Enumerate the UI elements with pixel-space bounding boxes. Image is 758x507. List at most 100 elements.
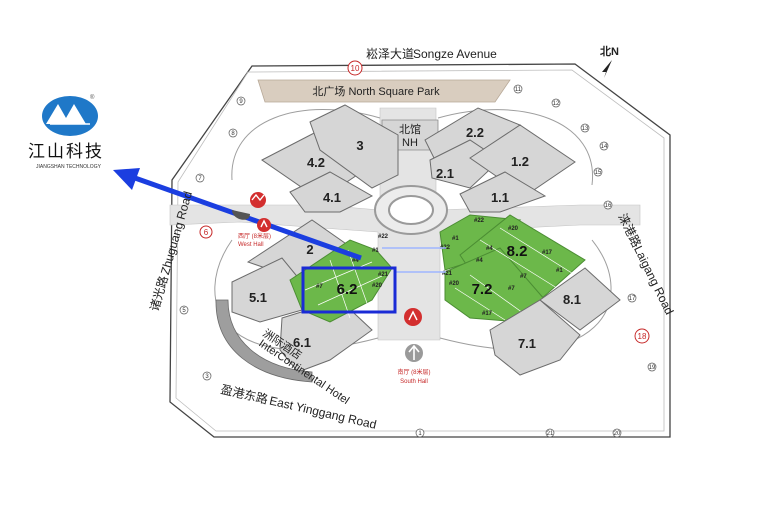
booth-1-b: #1 xyxy=(452,236,459,242)
booth-22-a: #22 xyxy=(378,234,389,240)
gate-9: 9 xyxy=(239,99,243,105)
hall-4-1 xyxy=(289,171,374,213)
north-arrow-icon xyxy=(602,60,612,78)
north-hall-cn: 北馆 xyxy=(399,122,421,136)
south-hall-entrance-icon xyxy=(404,308,422,326)
east-road-label: 涞港路 Laigang Road xyxy=(615,211,676,317)
hall-7-1 xyxy=(489,299,581,376)
hall-6-2-highlight xyxy=(301,266,397,314)
north-square-park xyxy=(257,79,511,103)
booth-4-a: #4 xyxy=(352,258,359,264)
logo-registered: ® xyxy=(90,94,95,101)
south-road-label: 盈港东路 East Yinggang Road xyxy=(219,381,378,432)
gate-15: 15 xyxy=(595,170,602,176)
east-road-badge xyxy=(634,328,650,344)
company-logo: ® 江山科技 JIANGSHAN TECHNOLOGY xyxy=(28,94,104,170)
hall-2-label: 2 xyxy=(306,242,313,257)
hall-1-1 xyxy=(459,171,547,213)
gate-14: 14 xyxy=(601,144,608,150)
booth-7-a: #7 xyxy=(316,284,323,290)
west-hall-entrance-glyph xyxy=(260,219,268,228)
booth-21-b: #21 xyxy=(442,271,453,277)
north-arrow-label: 北N xyxy=(600,44,619,58)
gate-8: 8 xyxy=(231,131,235,137)
gate-markers: 9 8 7 5 3 1 21 20 19 17 16 15 14 13 12 1… xyxy=(179,84,657,438)
booth-7-c: #7 xyxy=(520,274,527,280)
west-road-en: Zhuguang Road xyxy=(158,190,195,277)
gate-11: 11 xyxy=(515,87,522,93)
hall-4-2-label: 4.2 xyxy=(307,155,325,170)
hall-2-2-label: 2.2 xyxy=(466,125,484,140)
west-road-badge xyxy=(199,225,213,239)
booth-20-b: #20 xyxy=(508,226,519,232)
logo-en: JIANGSHAN TECHNOLOGY xyxy=(36,164,102,170)
hall-7-1-label: 7.1 xyxy=(518,336,536,351)
gate-21: 21 xyxy=(547,431,554,437)
west-hall-en: West Hall xyxy=(238,242,264,248)
west-hall-metro-icon xyxy=(250,192,266,208)
gate-7: 7 xyxy=(198,176,202,182)
hall-1-1-label: 1.1 xyxy=(491,190,509,205)
booth-4-c: #4 xyxy=(476,258,483,264)
hall-8-1-label: 8.1 xyxy=(563,292,581,307)
west-hall-cn: 西厅 (8米层) xyxy=(238,232,271,240)
hall-6-1-label: 6.1 xyxy=(293,335,311,350)
gate-16: 16 xyxy=(605,203,612,209)
south-road-cn: 盈港东路 xyxy=(219,381,269,406)
west-road-cn: 诸光路 xyxy=(146,274,170,313)
metro-icon-glyph xyxy=(251,193,265,202)
hall-7-8-grid xyxy=(454,227,576,321)
west-hall-entrance-icon xyxy=(257,218,271,232)
west-road-num: 6 xyxy=(204,228,209,237)
logo-mountain-icon xyxy=(46,104,86,124)
gate-12: 12 xyxy=(553,101,560,107)
hall-3 xyxy=(309,104,399,189)
hall-7-2-label: 7.2 xyxy=(472,281,493,298)
gate-5: 5 xyxy=(182,308,186,314)
booth-4-b: #4 xyxy=(486,246,493,252)
central-ring-inner xyxy=(388,195,434,225)
booth-1-a: #1 xyxy=(372,248,379,254)
north-road-en: Songze Avenue xyxy=(413,47,497,61)
gate-3: 3 xyxy=(205,374,209,380)
south-arrow-glyph xyxy=(408,344,420,360)
booth-17-a: #17 xyxy=(542,250,553,256)
gate-19: 19 xyxy=(649,365,656,371)
booth-22-b: #22 xyxy=(474,218,485,224)
hotel-building xyxy=(215,299,313,383)
hall-4-1-label: 4.1 xyxy=(323,190,341,205)
hall-1-2-label: 1.2 xyxy=(511,154,529,169)
south-hall-cn: 南厅 (8米层) xyxy=(397,368,430,376)
hall-6-2-grid xyxy=(304,249,383,319)
east-road-num: 18 xyxy=(638,332,647,341)
booth-17-b: #17 xyxy=(482,311,493,317)
booth-20-a: #20 xyxy=(372,283,383,289)
logo-cn: 江山科技 xyxy=(28,142,104,161)
booth-20-c: #20 xyxy=(449,281,460,287)
hall-5-1-label: 5.1 xyxy=(249,290,267,305)
north-road-cn: 崧泽大道 xyxy=(366,47,414,61)
gate-17: 17 xyxy=(629,296,636,302)
north-hall-en: NH xyxy=(402,137,418,149)
south-hall-en: South Hall xyxy=(400,379,428,385)
hall-6-2-label: 6.2 xyxy=(337,281,358,298)
booth-7-b: #7 xyxy=(508,286,515,292)
gate-1: 1 xyxy=(418,431,422,437)
hall-8-1 xyxy=(539,267,621,331)
south-hall-entrance-glyph xyxy=(408,310,418,321)
gate-20: 20 xyxy=(614,431,621,437)
park-label: 北广场 North Square Park xyxy=(312,84,440,98)
west-plaza-marker xyxy=(232,210,250,220)
north-road-num: 10 xyxy=(351,64,360,73)
gate-13: 13 xyxy=(582,126,589,132)
hall-2-1-label: 2.1 xyxy=(436,166,454,181)
hall-3-label: 3 xyxy=(356,138,363,153)
hall-8-2-label: 8.2 xyxy=(507,243,528,260)
clover-outline xyxy=(214,109,612,351)
booth-21-a: #21 xyxy=(378,272,389,278)
north-road-badge xyxy=(347,60,363,76)
pointer-arrow-head xyxy=(113,168,140,190)
south-road-en: East Yinggang Road xyxy=(268,394,378,432)
